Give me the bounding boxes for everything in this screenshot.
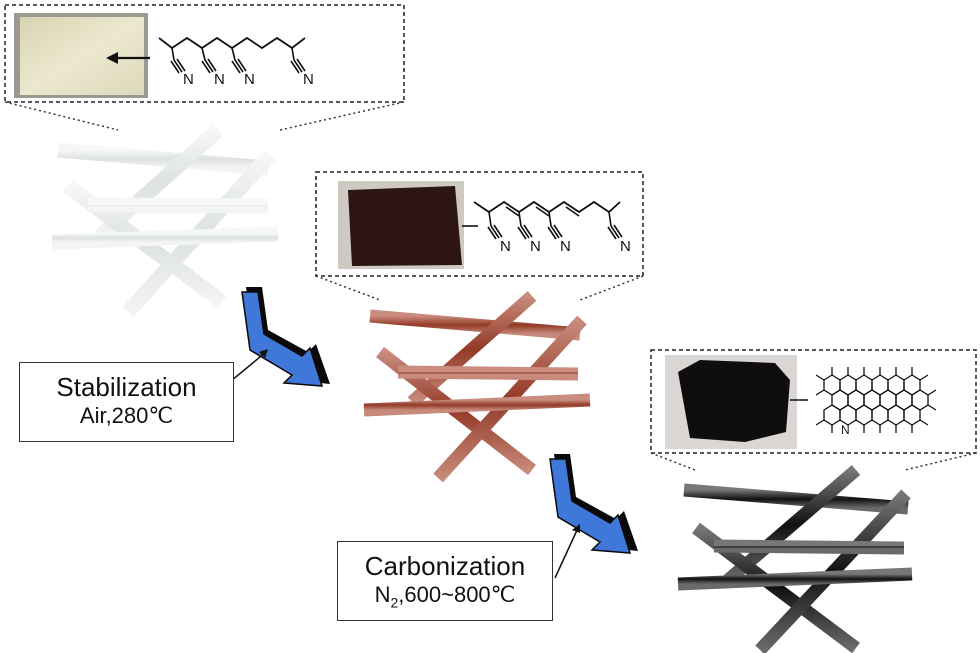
carbonization-gas-subscript: 2: [390, 594, 399, 611]
stabilized-double-bonds: [505, 206, 580, 217]
precursor-film: [20, 17, 144, 95]
stabilized-atom-n-4: N: [620, 238, 631, 255]
graphitic-structure: [815, 367, 937, 433]
pan-atom-n-4: N: [303, 71, 314, 88]
carbon-film: [678, 360, 790, 442]
carbonization-temp-range: ,600~800: [398, 582, 491, 607]
precursor-fiber-mesh: [51, 124, 279, 318]
stabilized-atom-n-3: N: [560, 238, 571, 255]
pan-atom-n-3: N: [244, 71, 255, 88]
stabilization-label-box: Stabilization Air,280℃: [19, 362, 234, 442]
stabilization-temp-unit: ℃: [148, 403, 174, 428]
carbon-callout-right: [904, 452, 977, 471]
carbonization-conditions: N2,600~800℃: [338, 581, 552, 616]
stabilization-title: Stabilization: [56, 372, 197, 402]
stabilized-atom-n-1: N: [500, 238, 511, 255]
carbonization-label-box: Carbonization N2,600~800℃: [337, 541, 553, 621]
carbonization-title: Carbonization: [364, 551, 526, 581]
carbonization-pointer: [554, 527, 579, 579]
stabilized-inset: N N N N: [315, 171, 644, 301]
curved-arrow-icon: [241, 287, 330, 387]
stabilization-conditions-value: Air,280: [79, 403, 149, 428]
stabilized-fiber-mesh: [363, 291, 591, 483]
curved-arrow-icon: [549, 454, 638, 554]
precursor-callout-left: [4, 101, 119, 131]
stabilized-atom-n-2: N: [530, 238, 541, 255]
carbon-atom-n: N: [841, 423, 850, 437]
pan-atom-n-2: N: [214, 71, 225, 88]
precursor-inset: N N N N: [4, 4, 405, 131]
stabilization-conditions: Air,280℃: [20, 402, 233, 430]
carbon-callout-left: [650, 452, 696, 471]
pan-atom-n-1: N: [183, 71, 194, 88]
carbonization-pointer-head: [572, 524, 580, 533]
pan-nitrile-groups: [170, 37, 306, 74]
stabilized-nitrile-groups: [487, 211, 623, 240]
stabilized-callout-left: [315, 275, 381, 301]
stabilized-callout-right: [579, 275, 644, 301]
stabilized-film: [348, 186, 462, 266]
stabilization-pointer-head: [259, 349, 268, 358]
carbonization-temp-unit: ℃: [490, 582, 516, 607]
precursor-callout-right: [279, 101, 405, 131]
carbon-inset: N: [650, 349, 977, 471]
precursor-pointer-arrowhead: [106, 52, 118, 64]
carbonization-gas: N: [374, 582, 391, 607]
carbon-fiber-mesh: [677, 465, 913, 653]
